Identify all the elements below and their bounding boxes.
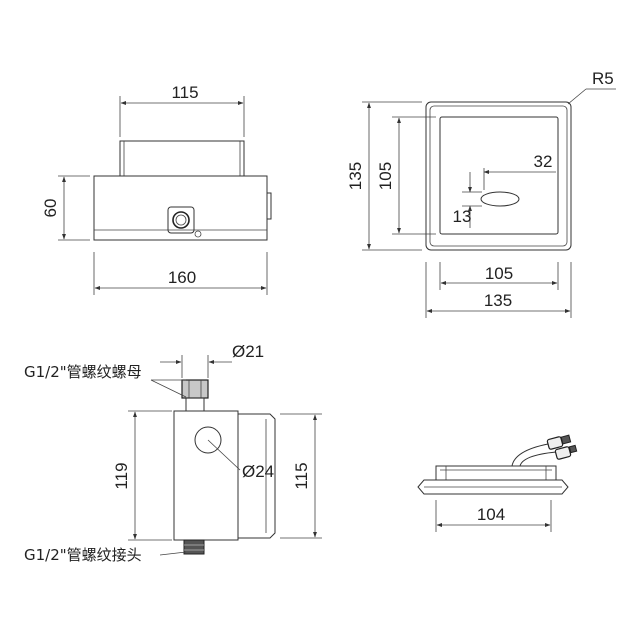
bottom-joint (183, 539, 205, 555)
dim-face-outer-width: 135 (484, 291, 512, 310)
dim-pipe-diameter: Ø21 (232, 342, 264, 361)
dim-face-inner-width: 105 (485, 264, 513, 283)
plate-side-view: 104 (417, 434, 578, 532)
dim-corner-radius: R5 (592, 69, 614, 88)
dim-front-top-width: 115 (171, 83, 198, 102)
dim-front-height: 60 (41, 199, 60, 218)
joint-label: G1/2"管螺纹接头 (24, 546, 142, 564)
face-view: 32 13 R5 135 105 105 135 (346, 69, 616, 318)
dim-hole-diameter: Ø24 (242, 462, 274, 481)
dim-body-height: 119 (112, 462, 131, 489)
dim-plate-width: 104 (477, 505, 505, 524)
dim-face-outer-height: 135 (346, 162, 365, 190)
outlet-hole (194, 426, 222, 454)
inlet-fitting (167, 206, 202, 238)
top-nut (181, 379, 209, 399)
side-view: Ø21 G1/2"管螺纹螺母 Ø24 119 115 G1/2"管螺纹接头 (24, 342, 322, 564)
sensor-window (480, 191, 520, 207)
dim-sensor-height: 13 (453, 207, 472, 226)
nut-label: G1/2"管螺纹螺母 (24, 363, 142, 381)
dim-front-width: 160 (168, 268, 196, 287)
front-view: 115 60 160 (41, 83, 272, 295)
dim-plate-height: 115 (292, 462, 311, 489)
dim-sensor-offset: 32 (534, 152, 553, 171)
dim-face-inner-height: 105 (376, 162, 395, 190)
